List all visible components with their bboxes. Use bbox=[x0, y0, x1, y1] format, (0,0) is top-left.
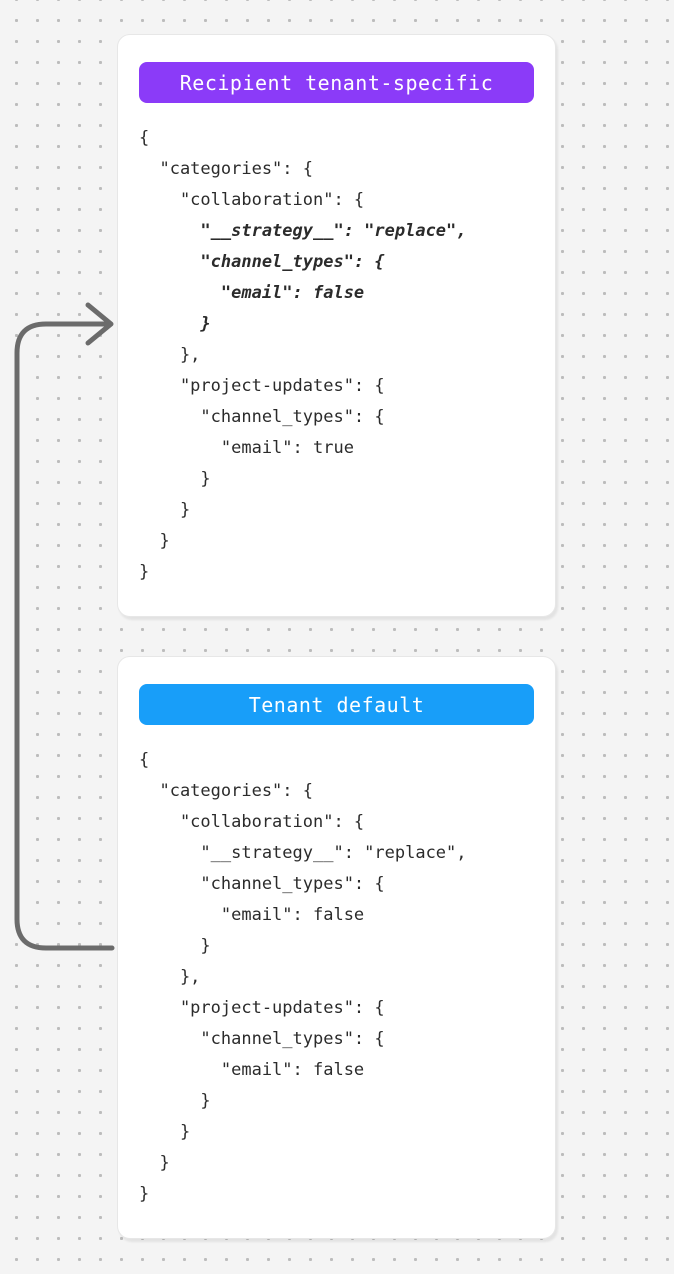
code-line: "channel_types": { bbox=[139, 1029, 385, 1049]
json-code-block: { "categories": { "collaboration": { "__… bbox=[139, 745, 534, 1210]
code-line: } bbox=[139, 469, 211, 489]
code-line: "categories": { bbox=[139, 159, 313, 179]
code-line: } bbox=[139, 1091, 211, 1111]
code-line: } bbox=[139, 562, 150, 582]
code-line: } bbox=[139, 314, 211, 334]
code-line: }, bbox=[139, 345, 201, 365]
tenant-default-badge: Tenant default bbox=[139, 684, 534, 725]
code-line: "__strategy__": "replace", bbox=[139, 221, 467, 241]
code-line: "project-updates": { bbox=[139, 998, 385, 1018]
code-line: }, bbox=[139, 967, 201, 987]
code-line: "__strategy__": "replace", bbox=[139, 843, 467, 863]
tenant-default-card: Tenant default { "categories": { "collab… bbox=[117, 656, 556, 1239]
recipient-tenant-specific-card: Recipient tenant-specific { "categories"… bbox=[117, 34, 556, 617]
code-line: } bbox=[139, 936, 211, 956]
code-line: } bbox=[139, 500, 191, 520]
merge-flow-arrow-icon bbox=[14, 302, 115, 951]
code-line: { bbox=[139, 128, 150, 148]
code-line: "email": true bbox=[139, 438, 354, 458]
code-line: "project-updates": { bbox=[139, 376, 385, 396]
code-line: "channel_types": { bbox=[139, 874, 385, 894]
code-line: "email": false bbox=[139, 283, 365, 303]
code-line: "channel_types": { bbox=[139, 252, 385, 272]
code-line: } bbox=[139, 1153, 170, 1173]
code-line: "channel_types": { bbox=[139, 407, 385, 427]
code-line: { bbox=[139, 750, 150, 770]
code-line: "collaboration": { bbox=[139, 190, 365, 210]
code-line: "categories": { bbox=[139, 781, 313, 801]
code-line: } bbox=[139, 1184, 150, 1204]
code-line: "collaboration": { bbox=[139, 812, 365, 832]
code-line: } bbox=[139, 531, 170, 551]
code-line: "email": false bbox=[139, 1060, 365, 1080]
code-line: } bbox=[139, 1122, 191, 1142]
code-line: "email": false bbox=[139, 905, 365, 925]
recipient-tenant-specific-badge: Recipient tenant-specific bbox=[139, 62, 534, 103]
json-code-block: { "categories": { "collaboration": { "__… bbox=[139, 123, 534, 588]
